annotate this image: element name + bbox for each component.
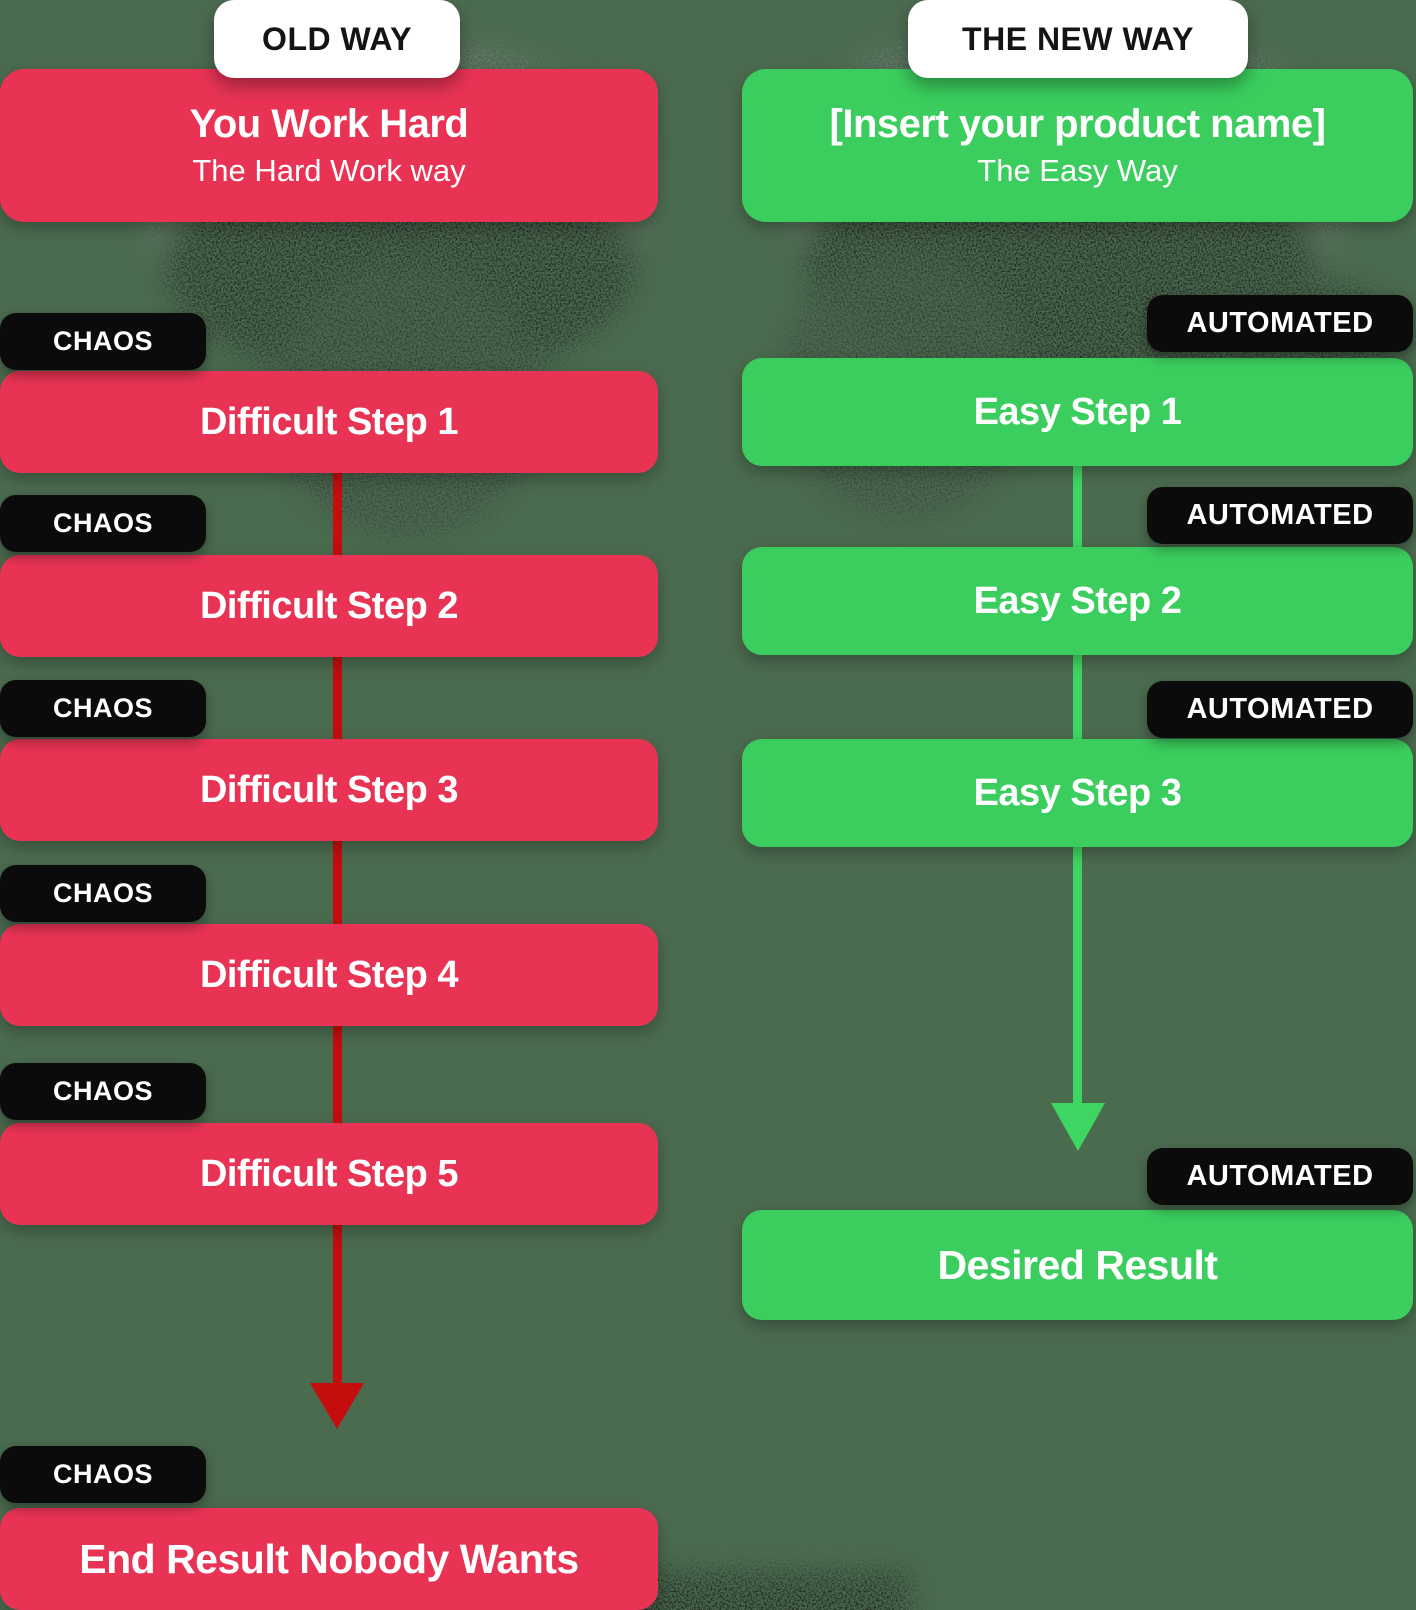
chaos-tag-label: CHAOS	[52, 878, 153, 908]
difficult-step-1-box: Difficult Step 1	[0, 371, 658, 473]
old-way-result-label: End Result Nobody Wants	[79, 1535, 579, 1582]
chaos-tag-label: CHAOS	[52, 693, 153, 723]
old-way-header-title: You Work Hard	[189, 102, 469, 146]
new-way-header-title: [Insert your product name]	[829, 102, 1326, 146]
old-way-badge: OLD WAY	[214, 0, 460, 78]
difficult-step-4-box: Difficult Step 4	[0, 924, 658, 1026]
automated-tag-label: AUTOMATED	[1186, 1160, 1374, 1192]
red-arrow-down-icon	[310, 1383, 364, 1429]
green-arrow-down-icon	[1051, 1103, 1105, 1151]
old-way-connector-line	[333, 420, 342, 1386]
difficult-step-1-label: Difficult Step 1	[199, 400, 459, 443]
old-way-result-box: End Result Nobody Wants	[0, 1508, 658, 1610]
difficult-step-2-label: Difficult Step 2	[199, 584, 459, 627]
new-way-result-box: Desired Result	[742, 1210, 1413, 1320]
easy-step-2-label: Easy Step 2	[973, 579, 1182, 622]
chaos-tag: CHAOS	[0, 1063, 206, 1120]
new-way-header-box: [Insert your product name] The Easy Way	[742, 69, 1413, 222]
difficult-step-3-box: Difficult Step 3	[0, 739, 658, 841]
easy-step-1-box: Easy Step 1	[742, 358, 1413, 466]
old-way-header-subtitle: The Hard Work way	[192, 153, 466, 188]
easy-step-2-box: Easy Step 2	[742, 547, 1413, 655]
chaos-tag: CHAOS	[0, 1446, 206, 1503]
new-way-badge: THE NEW WAY	[908, 0, 1248, 78]
chaos-tag: CHAOS	[0, 865, 206, 922]
easy-step-1-label: Easy Step 1	[973, 390, 1182, 433]
new-way-result-label: Desired Result	[937, 1241, 1218, 1288]
chaos-tag-label: CHAOS	[52, 508, 153, 538]
chaos-tag-label: CHAOS	[52, 326, 153, 356]
chaos-tag: CHAOS	[0, 495, 206, 552]
difficult-step-3-label: Difficult Step 3	[199, 768, 459, 811]
automated-tag: AUTOMATED	[1147, 681, 1413, 738]
old-way-badge-label: OLD WAY	[262, 20, 412, 57]
chaos-tag-label: CHAOS	[52, 1459, 153, 1489]
new-way-badge-label: THE NEW WAY	[962, 20, 1194, 57]
easy-step-3-box: Easy Step 3	[742, 739, 1413, 847]
difficult-step-4-label: Difficult Step 4	[199, 953, 459, 996]
difficult-step-2-box: Difficult Step 2	[0, 555, 658, 657]
automated-tag: AUTOMATED	[1147, 487, 1413, 544]
automated-tag-label: AUTOMATED	[1186, 307, 1374, 339]
automated-tag-label: AUTOMATED	[1186, 499, 1374, 531]
new-way-header-subtitle: The Easy Way	[977, 153, 1178, 188]
old-way-header-box: You Work Hard The Hard Work way	[0, 69, 658, 222]
automated-tag: AUTOMATED	[1147, 1148, 1413, 1205]
chaos-tag: CHAOS	[0, 680, 206, 737]
automated-tag-label: AUTOMATED	[1186, 693, 1374, 725]
chaos-tag: CHAOS	[0, 313, 206, 370]
difficult-step-5-box: Difficult Step 5	[0, 1123, 658, 1225]
easy-step-3-label: Easy Step 3	[973, 771, 1182, 814]
chaos-tag-label: CHAOS	[52, 1076, 153, 1106]
difficult-step-5-label: Difficult Step 5	[199, 1152, 459, 1195]
automated-tag: AUTOMATED	[1147, 295, 1413, 352]
